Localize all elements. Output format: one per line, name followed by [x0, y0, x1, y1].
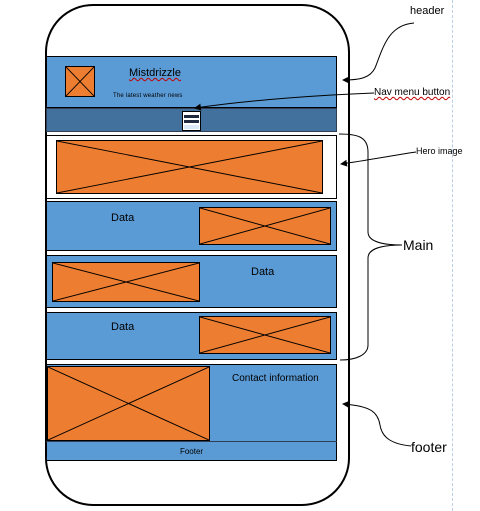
hero-image-placeholder-icon [56, 140, 323, 194]
app-title: Mistdrizzle [129, 67, 181, 79]
data-image-placeholder-icon [199, 207, 331, 245]
main-brace [338, 133, 403, 361]
contact-image-placeholder-icon [47, 366, 210, 441]
nav-button-arrow [194, 92, 375, 111]
hero-arrow [340, 151, 417, 167]
footer-text: Footer [179, 447, 204, 456]
annotation-hero-image: Hero image [416, 146, 463, 156]
data-label-2: Data [251, 266, 275, 278]
data-image-placeholder-icon [199, 316, 331, 354]
logo-placeholder-icon [65, 66, 95, 97]
contact-information: Contact information [232, 373, 319, 384]
annotation-main: Main [403, 237, 434, 253]
annotation-nav-menu-button-text: Nav menu button [374, 87, 451, 98]
page-margin-guide [452, 0, 453, 511]
header-arrow [342, 22, 415, 84]
annotation-header: header [410, 5, 445, 17]
tagline: The latest weather news [113, 93, 183, 99]
footer-divider [46, 441, 337, 442]
annotation-nav-menu-button: Nav menu button [374, 87, 450, 98]
footer-arrow [342, 400, 412, 447]
hamburger-menu-icon[interactable] [182, 111, 201, 131]
data-image-placeholder-icon [52, 262, 200, 302]
data-label-1: Data [111, 212, 135, 224]
data-label-3: Data [111, 321, 135, 333]
annotation-footer: footer [411, 439, 447, 455]
